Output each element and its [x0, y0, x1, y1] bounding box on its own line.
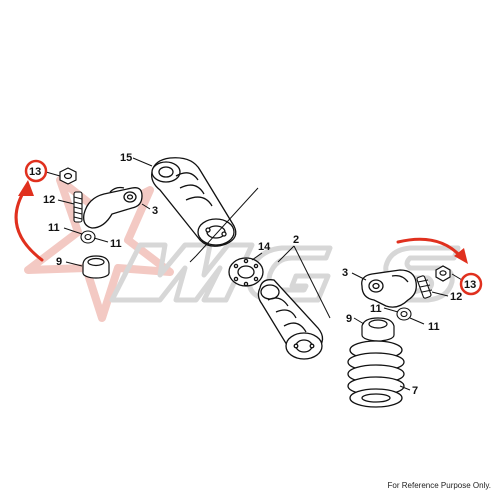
- camshaft-assy-2: [257, 279, 324, 360]
- callout-14: 14: [258, 241, 271, 253]
- camshaft-15: [151, 157, 237, 247]
- leader-15: [132, 157, 153, 167]
- spring-seat-9-right: [361, 317, 395, 342]
- highlight-ring-13-left: [24, 159, 48, 183]
- callout-3-left: 3: [152, 205, 158, 217]
- reference-note: For Reference Purpose Only.: [387, 481, 491, 490]
- callout-9-left: 9: [56, 256, 62, 268]
- nut-13-right: [435, 265, 451, 282]
- leader-12-left: [57, 199, 75, 205]
- callout-12-right: 12: [450, 291, 462, 303]
- leader-12-right: [431, 291, 449, 297]
- callout-11-right-b: 11: [428, 321, 440, 333]
- oring-11-right: [396, 307, 412, 321]
- oring-11-left: [80, 230, 96, 244]
- nut-13-left: [59, 167, 77, 185]
- leader-11-left-a: [63, 227, 83, 235]
- leader-9-right: [353, 317, 365, 325]
- leader-14: [251, 252, 263, 261]
- leader-11-right-b: [409, 317, 425, 325]
- bearing-14: [228, 257, 264, 287]
- callout-11-left-a: 11: [48, 222, 60, 234]
- watermark-star: [24, 176, 174, 322]
- separator-line-b: [189, 255, 197, 263]
- adjusting-screw-12-left: [73, 191, 83, 223]
- leader-9-left: [65, 261, 83, 267]
- leader-11-right-a: [383, 307, 399, 313]
- callout-9-right: 9: [346, 313, 352, 325]
- adjusting-screw-12-right: [416, 275, 433, 299]
- leader-13-left: [45, 171, 61, 177]
- rocker-arm-3-right: [361, 269, 417, 308]
- leader-7: [399, 385, 411, 391]
- callout-13-left: 13: [29, 166, 41, 178]
- callout-13-right: 13: [464, 279, 476, 291]
- valve-spring-7: [347, 340, 405, 408]
- callout-7: 7: [412, 385, 418, 397]
- highlight-arrow-left: [14, 180, 44, 262]
- rocker-arm-3-left: [83, 186, 143, 229]
- callout-11-right-a: 11: [370, 303, 382, 315]
- highlight-ring-13-right: [459, 272, 483, 296]
- leader-3-right: [351, 272, 367, 281]
- watermark-letter-m: [109, 242, 255, 303]
- leader-13-right: [451, 273, 463, 281]
- callout-12-left: 12: [43, 194, 55, 206]
- callout-2: 2: [293, 234, 299, 246]
- leader-3-left: [141, 203, 151, 210]
- callout-3-right: 3: [342, 267, 348, 279]
- separator-line: [195, 187, 259, 257]
- spring-seat-9-left: [82, 255, 110, 279]
- leader-2-b: [293, 245, 331, 319]
- callout-15: 15: [120, 152, 132, 164]
- callout-11-left-b: 11: [110, 238, 122, 250]
- leader-2-a: [277, 245, 295, 263]
- highlight-arrow-right: [396, 237, 468, 264]
- leader-11-left-b: [93, 237, 109, 243]
